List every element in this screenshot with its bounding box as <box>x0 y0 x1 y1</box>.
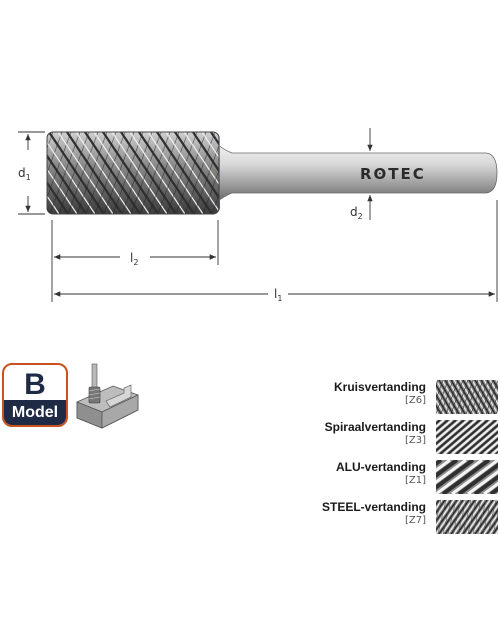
cut-name: Kruisvertanding <box>333 380 426 394</box>
cut-row-cross: Kruisvertanding [Z6] <box>238 380 498 420</box>
cut-swatch-steel <box>436 500 498 534</box>
cut-name: ALU-vertanding <box>336 460 426 474</box>
cut-row-spiral: Spiraalvertanding [Z3] <box>238 420 498 460</box>
cut-row-alu: ALU-vertanding [Z1] <box>238 460 498 500</box>
label-l1: l1 <box>274 287 282 303</box>
dimension-l1 <box>51 200 498 302</box>
application-icon <box>76 363 139 429</box>
model-badge: B Model <box>2 363 68 427</box>
cut-row-steel: STEEL-vertanding [Z7] <box>238 500 498 540</box>
cut-swatch-spiral <box>436 420 498 454</box>
label-d1: d1 <box>18 166 31 182</box>
dimension-d1 <box>18 131 45 215</box>
cut-code: [Z6] <box>404 395 426 406</box>
cut-name: STEEL-vertanding <box>321 500 426 514</box>
cut-name: Spiraalvertanding <box>324 420 426 434</box>
model-label: Model <box>4 400 66 425</box>
cut-swatch-alu <box>436 460 498 494</box>
cut-code: [Z3] <box>404 435 426 446</box>
cut-code: [Z7] <box>404 515 426 526</box>
bur-shank <box>213 141 498 205</box>
brand-logo: RʘTEC <box>360 165 426 183</box>
cutting-head <box>47 132 219 214</box>
dimension-l2 <box>51 220 219 265</box>
model-letter: B <box>24 368 46 401</box>
cut-code: [Z1] <box>404 475 426 486</box>
label-l2: l2 <box>130 251 138 267</box>
label-d2: d2 <box>350 205 363 221</box>
cut-swatch-cross <box>436 380 498 414</box>
